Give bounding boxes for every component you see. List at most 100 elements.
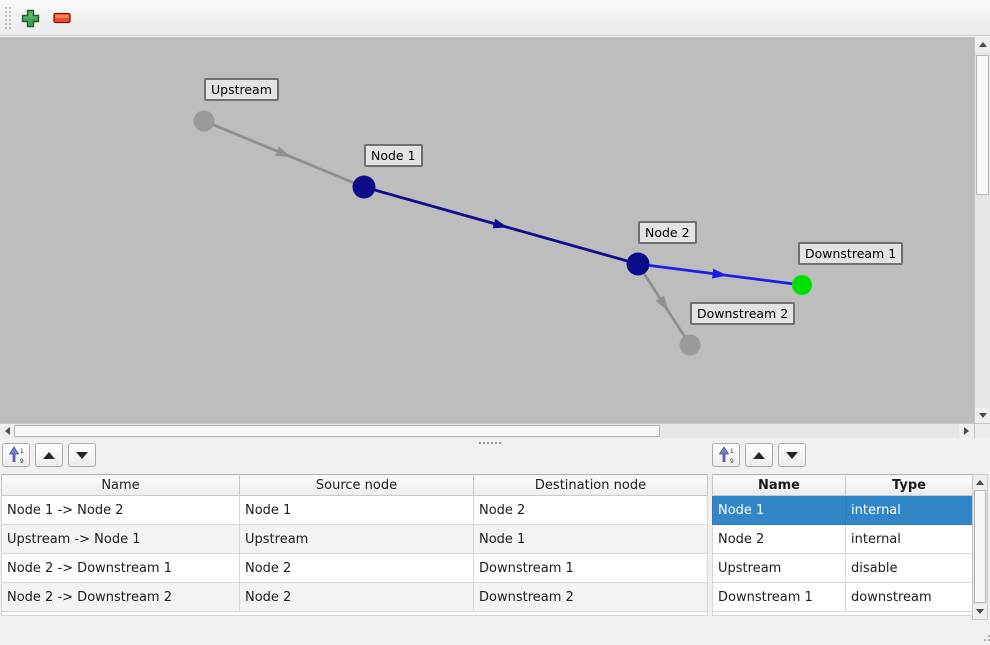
nodes-table-toolbar: 1 9 bbox=[712, 443, 806, 467]
arrow-down-icon bbox=[786, 451, 798, 459]
table-row[interactable]: Node 1 -> Node 2 Node 1 Node 2 bbox=[1, 495, 708, 525]
cell-source-node[interactable]: Upstream bbox=[239, 524, 474, 554]
sort-ascending-icon: 1 9 bbox=[8, 446, 24, 464]
svg-text:9: 9 bbox=[20, 458, 24, 464]
node-node2[interactable] bbox=[626, 252, 650, 276]
scrollbar-thumb[interactable] bbox=[974, 490, 986, 603]
cell-name[interactable]: Node 1 -> Node 2 bbox=[1, 495, 240, 525]
arrow-up-icon bbox=[753, 451, 765, 459]
column-header-type[interactable]: Type bbox=[845, 474, 973, 496]
arrowhead-icon bbox=[275, 146, 291, 157]
canvas-vertical-scrollbar[interactable] bbox=[974, 37, 990, 423]
cell-source-node[interactable]: Node 1 bbox=[239, 495, 474, 525]
nodes-table-scrollbar[interactable] bbox=[972, 474, 988, 620]
sort-ascending-icon: 1 9 bbox=[718, 446, 734, 464]
arrow-up-icon bbox=[976, 480, 984, 485]
scroll-up-button[interactable] bbox=[973, 475, 987, 490]
graph bbox=[193, 110, 812, 356]
arrow-left-icon bbox=[5, 427, 10, 435]
svg-text:1: 1 bbox=[20, 448, 24, 455]
cell-name[interactable]: Node 2 -> Downstream 1 bbox=[1, 553, 240, 583]
table-row[interactable]: Node 2 internal bbox=[712, 524, 973, 554]
arrow-down-icon bbox=[976, 609, 984, 614]
table-row[interactable]: Upstream -> Node 1 Upstream Node 1 bbox=[1, 524, 708, 554]
scroll-down-button[interactable] bbox=[975, 408, 990, 423]
edges-table-toolbar: 1 9 bbox=[2, 443, 96, 467]
table-row[interactable]: Node 2 -> Downstream 1 Node 2 Downstream… bbox=[1, 553, 708, 583]
splitter-handle[interactable] bbox=[479, 442, 481, 444]
node-label-downstream1[interactable]: Downstream 1 bbox=[798, 242, 904, 265]
cell-type[interactable]: downstream bbox=[845, 582, 973, 612]
column-header-destination-node[interactable]: Destination node bbox=[473, 474, 708, 496]
canvas-pane: Upstream Node 1 Node 2 Downstream 1 Down… bbox=[0, 37, 990, 438]
cell-name[interactable]: Node 2 bbox=[712, 524, 846, 554]
cell-source-node[interactable]: Node 2 bbox=[239, 553, 474, 583]
arrow-up-icon bbox=[978, 42, 987, 47]
table-filler-row bbox=[1, 611, 708, 616]
table-filler-row bbox=[712, 611, 973, 616]
column-header-name[interactable]: Name bbox=[1, 474, 240, 496]
table-row-selected[interactable]: Node 1 internal bbox=[712, 495, 973, 525]
bottom-pane: 1 9 1 9 bbox=[0, 438, 990, 645]
cell-name[interactable]: Node 2 -> Downstream 2 bbox=[1, 582, 240, 612]
canvas-horizontal-scrollbar[interactable] bbox=[0, 423, 974, 438]
minus-icon bbox=[53, 12, 71, 24]
column-header-source-node[interactable]: Source node bbox=[239, 474, 474, 496]
cell-destination-node[interactable]: Node 1 bbox=[473, 524, 708, 554]
nodes-table: Name Type Node 1 internal Node 2 interna… bbox=[712, 474, 973, 616]
sort-button[interactable]: 1 9 bbox=[712, 443, 740, 467]
arrowhead-icon bbox=[492, 218, 509, 229]
table-row[interactable]: Node 2 -> Downstream 2 Node 2 Downstream… bbox=[1, 582, 708, 612]
add-node-button[interactable] bbox=[18, 6, 42, 30]
scroll-right-button[interactable] bbox=[959, 424, 974, 438]
move-up-button[interactable] bbox=[745, 443, 773, 467]
scroll-up-button[interactable] bbox=[975, 37, 990, 52]
node-downstream2[interactable] bbox=[679, 334, 701, 356]
arrow-down-icon bbox=[978, 413, 987, 418]
vertical-scrollbar-thumb[interactable] bbox=[976, 55, 989, 195]
cell-name[interactable]: Upstream bbox=[712, 553, 846, 583]
sort-button[interactable]: 1 9 bbox=[2, 443, 30, 467]
graph-canvas[interactable]: Upstream Node 1 Node 2 Downstream 1 Down… bbox=[0, 37, 974, 423]
scroll-down-button[interactable] bbox=[973, 604, 987, 619]
cell-name[interactable]: Node 1 bbox=[712, 495, 846, 525]
cell-destination-node[interactable]: Downstream 1 bbox=[473, 553, 708, 583]
move-down-button[interactable] bbox=[68, 443, 96, 467]
node-label-node2[interactable]: Node 2 bbox=[638, 221, 697, 244]
cell-type[interactable]: disable bbox=[845, 553, 973, 583]
cell-name[interactable]: Upstream -> Node 1 bbox=[1, 524, 240, 554]
scroll-left-button[interactable] bbox=[0, 424, 15, 438]
move-down-button[interactable] bbox=[778, 443, 806, 467]
cell-type[interactable]: internal bbox=[845, 524, 973, 554]
arrow-right-icon bbox=[964, 427, 969, 435]
table-row[interactable]: Upstream disable bbox=[712, 553, 973, 583]
node-label-downstream2[interactable]: Downstream 2 bbox=[690, 302, 796, 325]
move-up-button[interactable] bbox=[35, 443, 63, 467]
arrow-down-icon bbox=[76, 451, 88, 459]
plus-icon bbox=[21, 9, 39, 27]
svg-text:9: 9 bbox=[730, 458, 734, 464]
node-label-upstream[interactable]: Upstream bbox=[204, 78, 279, 101]
node-label-node1[interactable]: Node 1 bbox=[364, 144, 423, 167]
scrollbar-corner bbox=[974, 423, 990, 438]
main-toolbar bbox=[0, 0, 990, 36]
table-row[interactable]: Downstream 1 downstream bbox=[712, 582, 973, 612]
node-upstream[interactable] bbox=[193, 110, 215, 132]
window-resize-grip[interactable] bbox=[984, 639, 986, 641]
remove-node-button[interactable] bbox=[50, 6, 74, 30]
arrow-up-icon bbox=[43, 451, 55, 459]
node-downstream1[interactable] bbox=[792, 275, 812, 295]
svg-text:1: 1 bbox=[730, 448, 734, 455]
cell-destination-node[interactable]: Node 2 bbox=[473, 495, 708, 525]
cell-destination-node[interactable]: Downstream 2 bbox=[473, 582, 708, 612]
cell-source-node[interactable]: Node 2 bbox=[239, 582, 474, 612]
cell-name[interactable]: Downstream 1 bbox=[712, 582, 846, 612]
horizontal-scrollbar-thumb[interactable] bbox=[14, 425, 660, 437]
toolbar-drag-handle[interactable] bbox=[5, 7, 7, 9]
edges-table: Name Source node Destination node Node 1… bbox=[1, 474, 708, 616]
cell-type[interactable]: internal bbox=[845, 495, 973, 525]
column-header-name[interactable]: Name bbox=[712, 474, 846, 496]
arrowhead-icon bbox=[655, 295, 669, 311]
node-node1[interactable] bbox=[352, 175, 376, 199]
